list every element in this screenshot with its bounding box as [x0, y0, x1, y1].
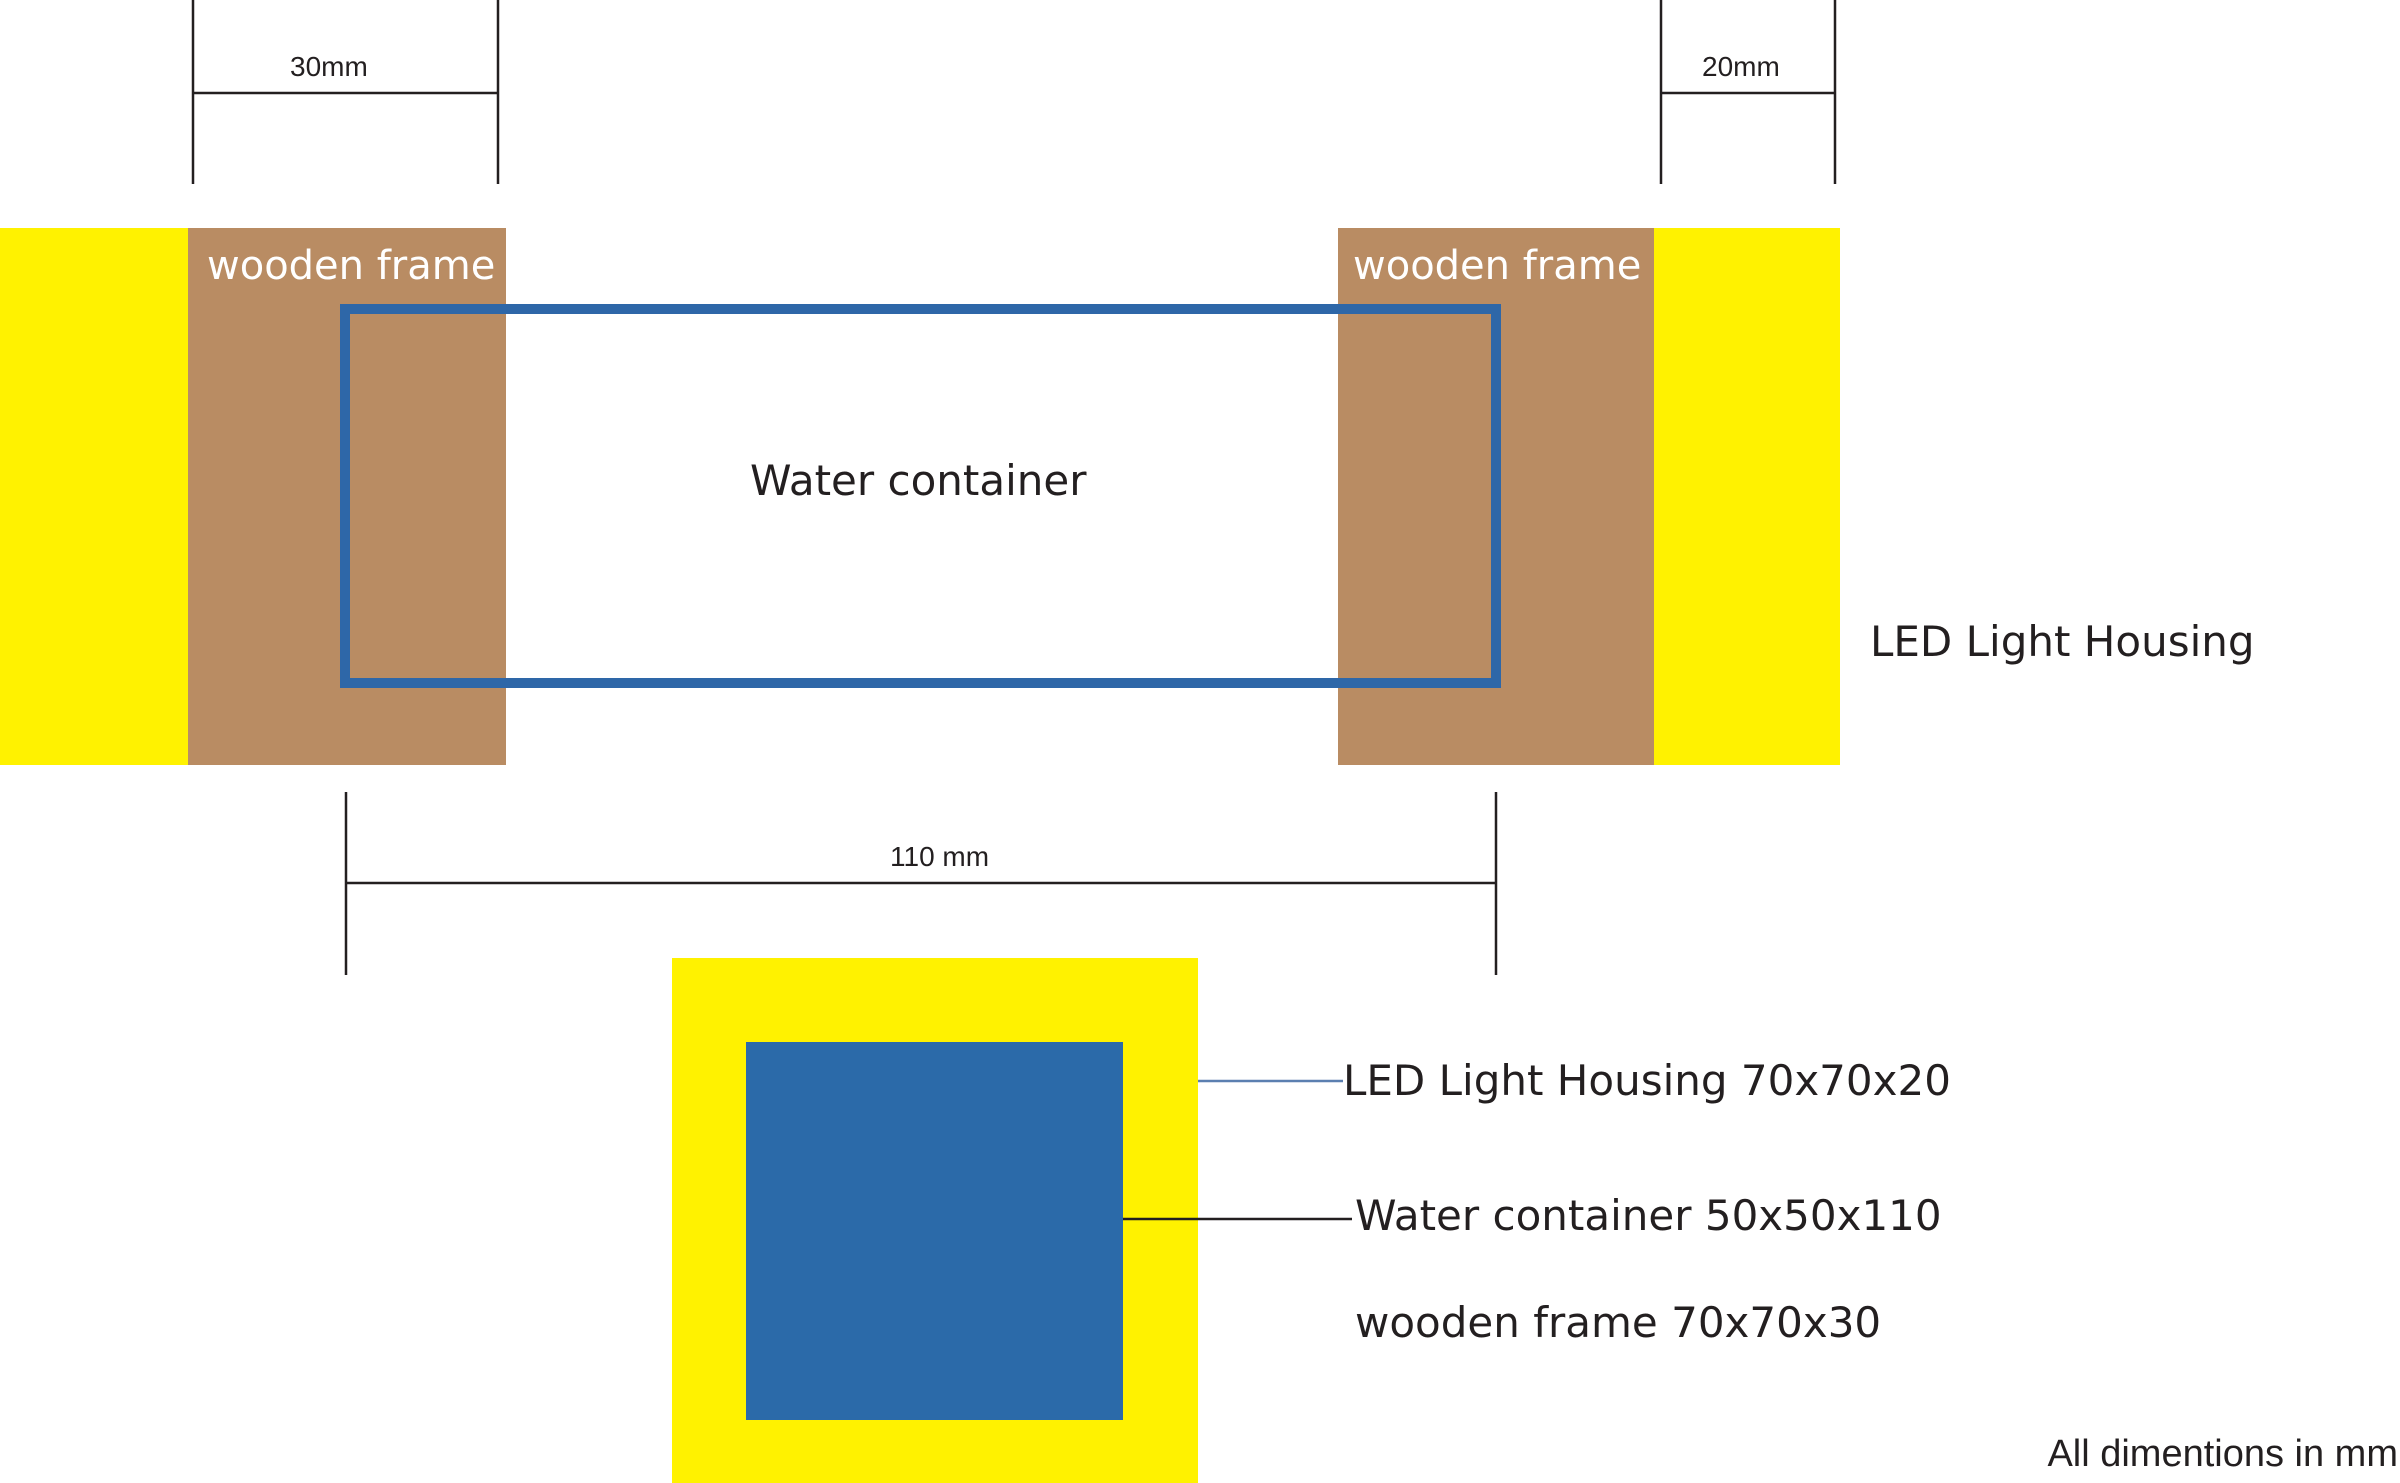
dimension-housing-width: 20mm: [1659, 0, 1837, 184]
right-led-housing: [1654, 228, 1840, 765]
frame-width-label: 30mm: [290, 51, 368, 82]
container-length-label: 110 mm: [890, 841, 989, 872]
housing-width-label: 20mm: [1702, 51, 1780, 82]
left-led-housing: [0, 228, 188, 765]
housing-spec-label: LED Light Housing 70x70x20: [1343, 1056, 1951, 1105]
frame-spec-label: wooden frame 70x70x30: [1355, 1298, 1881, 1347]
dimension-container-length: 110 mm: [344, 792, 1498, 975]
led-housing-label: LED Light Housing: [1870, 617, 2255, 666]
side-view: wooden frame wooden frame Water containe…: [0, 228, 2255, 765]
end-view: LED Light Housing 70x70x20 Water contain…: [672, 958, 1951, 1483]
units-note: All dimentions in mm: [2047, 1433, 2398, 1475]
water-container-label: Water container: [750, 456, 1087, 505]
dimension-frame-width: 30mm: [191, 0, 500, 184]
end-water-container: [746, 1042, 1123, 1420]
left-frame-label: wooden frame: [207, 243, 495, 289]
container-spec-label: Water container 50x50x110: [1355, 1191, 1942, 1240]
right-frame-label: wooden frame: [1353, 243, 1641, 289]
water-container-outline: [340, 304, 1501, 688]
